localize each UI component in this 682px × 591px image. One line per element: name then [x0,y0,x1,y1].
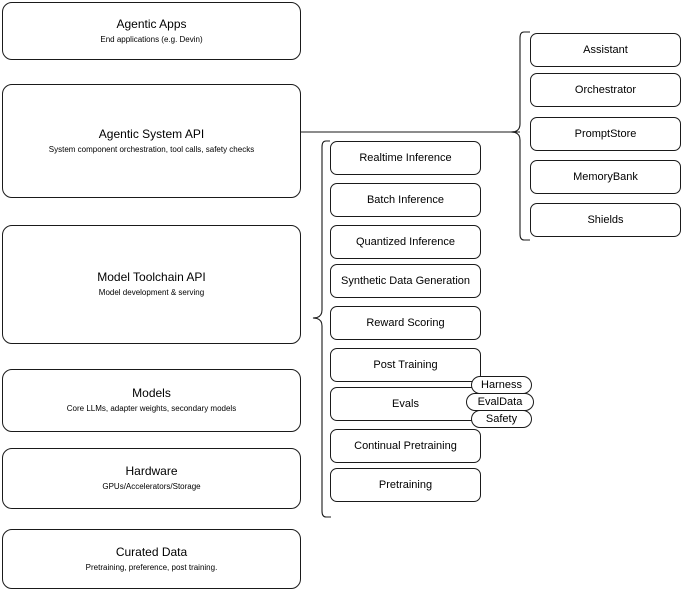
pill-evals[interactable]: Evals [330,387,481,421]
layer-box-agentic-system-api[interactable]: Agentic System API System component orch… [2,84,301,198]
layer-box-model-toolchain-api[interactable]: Model Toolchain API Model development & … [2,225,301,344]
pill-assistant[interactable]: Assistant [530,33,681,67]
layer-title: Agentic Apps [116,16,187,31]
layer-subtitle: Core LLMs, adapter weights, secondary mo… [66,404,237,413]
pill-promptstore[interactable]: PromptStore [530,117,681,151]
layer-title: Models [132,386,171,400]
right-brace [510,31,530,241]
pill-memorybank[interactable]: MemoryBank [530,160,681,194]
subpill-safety[interactable]: Safety [471,410,532,428]
layer-title: Agentic System API [98,126,205,141]
subpill-evaldata[interactable]: EvalData [466,393,534,411]
layer-box-curated-data[interactable]: Curated Data Pretraining, preference, po… [2,529,301,589]
layer-subtitle: System component orchestration, tool cal… [48,144,255,154]
layer-title: Model Toolchain API [97,270,206,284]
pill-reward-scoring[interactable]: Reward Scoring [330,306,481,340]
pill-shields[interactable]: Shields [530,203,681,237]
layer-box-models[interactable]: Models Core LLMs, adapter weights, secon… [2,369,301,432]
layer-box-hardware[interactable]: Hardware GPUs/Accelerators/Storage [2,448,301,509]
layer-subtitle: Model development & serving [98,288,205,297]
pill-continual-pretraining[interactable]: Continual Pretraining [330,429,481,463]
pill-post-training[interactable]: Post Training [330,348,481,382]
layer-title: Curated Data [115,544,188,559]
pill-batch-inference[interactable]: Batch Inference [330,183,481,217]
pill-quantized-inference[interactable]: Quantized Inference [330,225,481,259]
layer-subtitle: GPUs/Accelerators/Storage [102,482,201,491]
pill-pretraining[interactable]: Pretraining [330,468,481,502]
pill-orchestrator[interactable]: Orchestrator [530,73,681,107]
pill-realtime-inference[interactable]: Realtime Inference [330,141,481,175]
subpill-harness[interactable]: Harness [471,376,532,394]
layer-subtitle: End applications (e.g. Devin) [100,34,203,44]
pill-synthetic-data-generation[interactable]: Synthetic Data Generation [330,264,481,298]
layer-title: Hardware [125,464,178,478]
middle-brace [312,140,331,518]
layer-box-agentic-apps[interactable]: Agentic Apps End applications (e.g. Devi… [2,2,301,60]
layer-subtitle: Pretraining, preference, post training. [85,562,218,572]
